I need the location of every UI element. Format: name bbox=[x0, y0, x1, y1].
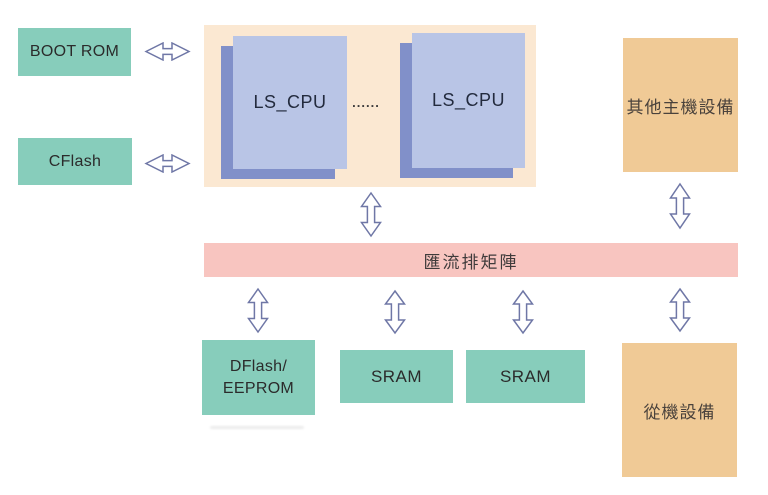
arrow-cpu-bus-icon bbox=[360, 191, 382, 238]
arrow-bus-sram2-icon bbox=[512, 289, 534, 335]
arrow-bus-slave-icon bbox=[669, 287, 691, 333]
arrow-bus-sram1-icon bbox=[384, 289, 406, 335]
arrow-bootrom-cpu-icon bbox=[144, 42, 191, 61]
slave-devices-box: 從機設備 bbox=[622, 343, 737, 477]
arrow-bus-dflash-icon bbox=[247, 287, 269, 334]
other-master-devices-box: 其他主機設備 bbox=[623, 38, 738, 172]
arrow-cflash-cpu-icon bbox=[144, 154, 191, 173]
arrow-master-bus-icon bbox=[669, 182, 691, 230]
bus-matrix-bar: 匯流排矩陣 bbox=[204, 243, 738, 277]
cpu-ellipsis: ...... bbox=[352, 95, 380, 110]
boot-rom-box: BOOT ROM bbox=[18, 28, 131, 76]
sram1-box: SRAM bbox=[340, 350, 453, 403]
sram2-box: SRAM bbox=[466, 350, 585, 403]
cpu1-card: LS_CPU bbox=[233, 36, 347, 169]
cpu2-card: LS_CPU bbox=[412, 33, 525, 168]
dflash-box-shadow bbox=[210, 426, 304, 429]
dflash-eeprom-box: DFlash/ EEPROM bbox=[202, 340, 315, 415]
cflash-box: CFlash bbox=[18, 138, 132, 185]
